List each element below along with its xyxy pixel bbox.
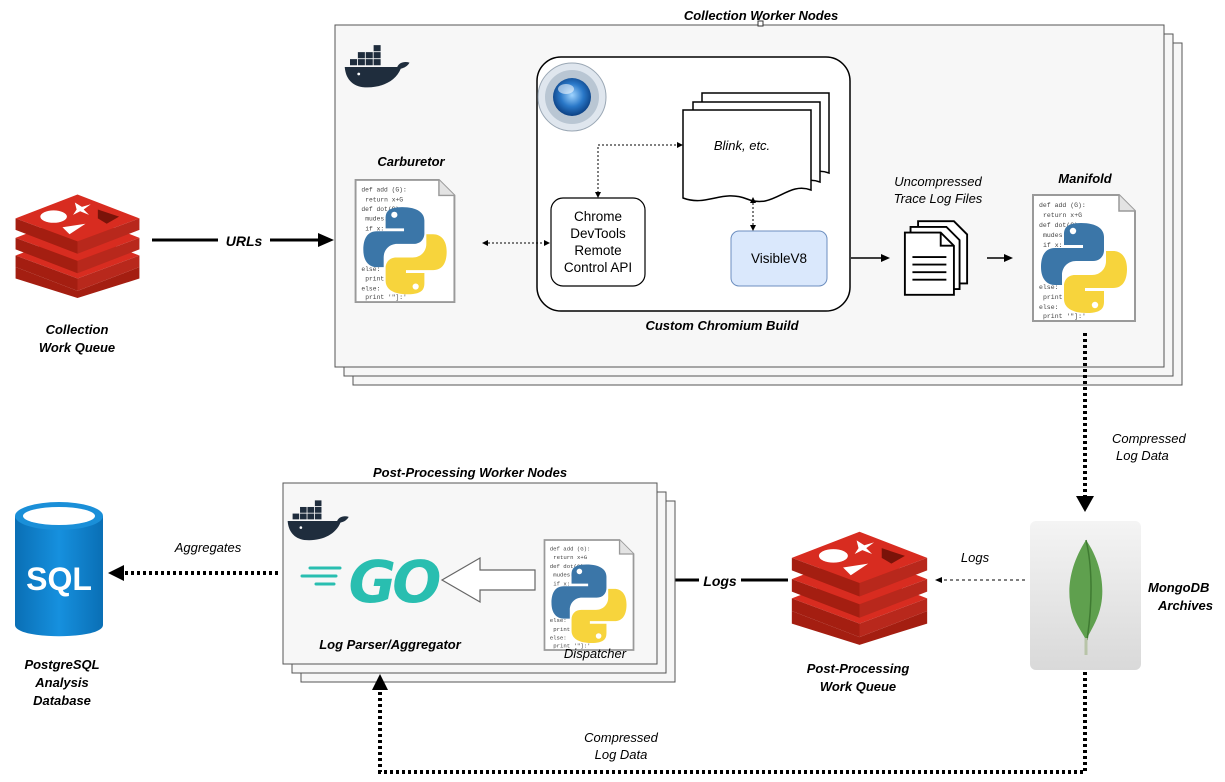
post-queue-label-line1: Post-Processing — [807, 661, 910, 676]
carburetor-label: Carburetor — [377, 154, 445, 169]
devtools-label-line3: Remote — [574, 243, 621, 258]
mongodb-label-line1: MongoDB — [1148, 580, 1209, 595]
logs-label: Logs — [703, 573, 737, 589]
collection-queue-label-line2: Work Queue — [39, 340, 115, 355]
chromium-icon — [537, 62, 607, 132]
blink-document-stack: Blink, etc. — [682, 92, 830, 203]
manifold-label: Manifold — [1058, 171, 1112, 186]
carburetor-python-icon — [354, 178, 456, 304]
logs-dashed-label: Logs — [961, 550, 990, 565]
manifold-python-icon — [1031, 193, 1137, 323]
db-label-line2: Analysis — [34, 675, 88, 690]
collection-queue-redis-icon — [15, 194, 140, 298]
trace-log-label-line1: Uncompressed — [894, 174, 982, 189]
mongodb-label-line2: Archives — [1157, 598, 1213, 613]
devtools-label-line4: Control API — [564, 260, 632, 275]
sql-database-icon: SQL — [15, 502, 103, 637]
trace-log-label-line2: Trace Log Files — [894, 191, 983, 206]
devtools-label-line1: Chrome — [574, 209, 622, 224]
hollow-arrow — [440, 556, 536, 604]
collection-nodes-title: Collection Worker Nodes — [684, 8, 838, 23]
compressed-label-bottom-line2: Log Data — [595, 747, 648, 762]
go-logo-icon: GO — [300, 548, 444, 616]
aggregates-label: Aggregates — [174, 540, 242, 555]
visiblev8-box — [730, 230, 828, 287]
sql-text: SQL — [26, 561, 92, 597]
urls-label: URLs — [226, 233, 263, 249]
blink-label: Blink, etc. — [714, 138, 770, 153]
chromium-build-label: Custom Chromium Build — [645, 318, 799, 333]
compressed-label-bottom-line1: Compressed — [584, 730, 658, 745]
collection-queue-label-line1: Collection — [46, 322, 109, 337]
compressed-label-right-line1: Compressed — [1112, 431, 1186, 446]
post-queue-label-line2: Work Queue — [820, 679, 896, 694]
post-processing-queue-redis-icon — [791, 531, 928, 645]
go-logo-text: GO — [349, 548, 441, 616]
document-stack-icon — [903, 220, 969, 296]
chromium-internal-connectors — [484, 144, 754, 244]
compressed-log-loop — [378, 672, 1087, 774]
aggregator-label: Log Parser/Aggregator — [319, 637, 462, 652]
dispatcher-python-icon — [543, 539, 635, 651]
devtools-label-line2: DevTools — [570, 226, 626, 241]
dispatcher-label: Dispatcher — [564, 646, 627, 661]
mongodb-leaf-icon — [1030, 521, 1141, 670]
db-label-line1: PostgreSQL — [24, 657, 99, 672]
compressed-label-right-line2: Log Data — [1116, 448, 1169, 463]
visiblev8-label: VisibleV8 — [751, 251, 807, 266]
db-label-line3: Database — [33, 693, 91, 708]
post-processing-nodes-title: Post-Processing Worker Nodes — [373, 465, 567, 480]
